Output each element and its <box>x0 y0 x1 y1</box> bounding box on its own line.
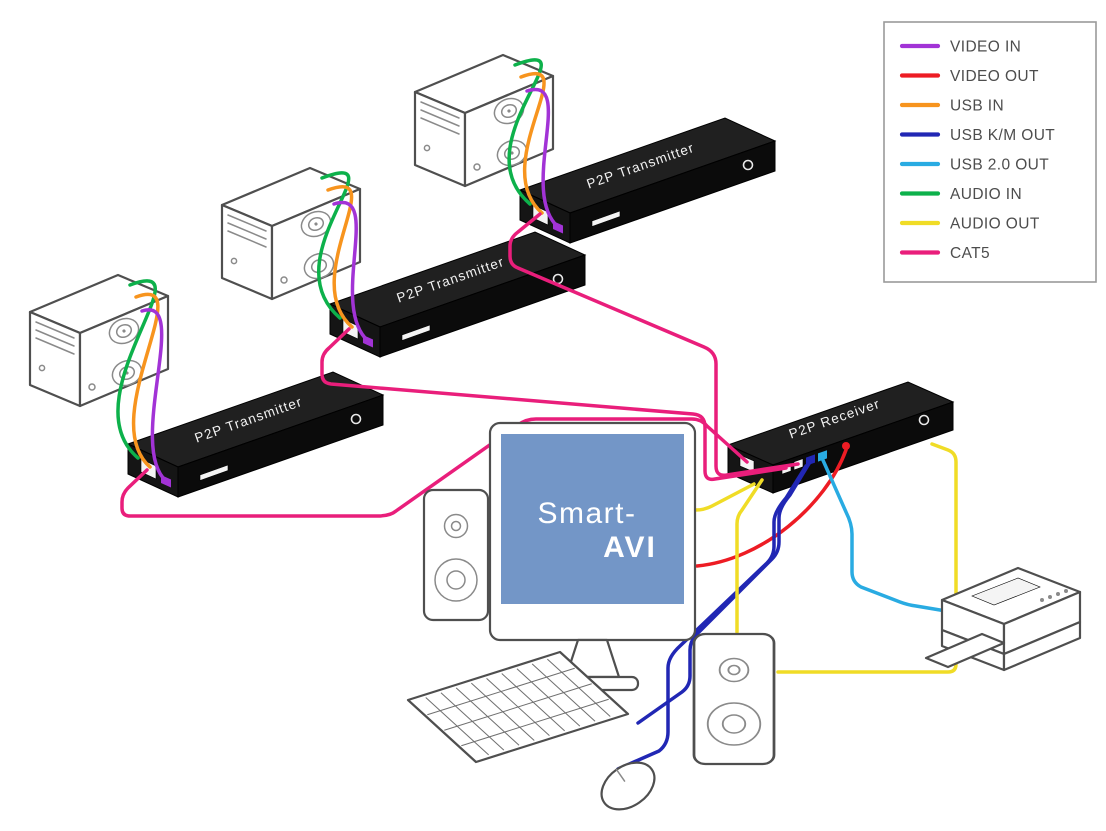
cable-usb-in-1 <box>519 72 546 215</box>
cable-cat5-3 <box>120 417 749 518</box>
legend-item-cat5: CAT5 <box>899 245 990 262</box>
legend-item-usb-in: USB IN <box>899 98 1004 115</box>
mouse-button-divider <box>615 768 626 782</box>
p2p-receiver: P2P Receiver <box>726 381 955 494</box>
p2p-transmitter-2 <box>329 231 586 358</box>
cable-usb-in-2 <box>326 185 354 329</box>
cable-usb2-printer <box>820 456 954 614</box>
cable-usb-km-keyboard <box>636 460 812 725</box>
monitor-logo-line1: Smart- <box>538 497 637 530</box>
p2p-transmitter-1 <box>519 117 776 244</box>
cable-audio-in-3 <box>116 279 157 460</box>
legend-label-audio-in: AUDIO IN <box>950 186 1022 203</box>
printer-paper-sheet <box>924 632 1006 669</box>
printer-tray-side <box>1002 620 1082 672</box>
usb2-port <box>818 450 827 462</box>
legend-label-usb-km-out: USB K/M OUT <box>950 127 1055 144</box>
legend: VIDEO IN VIDEO OUT USB IN USB K/M OUT US… <box>883 21 1097 283</box>
cable-video-in-2 <box>332 200 370 343</box>
cable-cat5-2 <box>320 327 788 482</box>
printer <box>924 566 1082 672</box>
mouse <box>600 761 656 811</box>
legend-label-audio-out: AUDIO OUT <box>950 216 1040 233</box>
printer-lid-slot <box>971 577 1041 606</box>
cable-usb-in-3 <box>131 292 160 469</box>
printer-control-buttons <box>1040 589 1068 602</box>
legend-label-video-out: VIDEO OUT <box>950 68 1039 85</box>
cable-audio-out-speaker-right <box>776 442 958 674</box>
speaker-right <box>692 632 776 766</box>
cable-audio-in-1 <box>507 58 543 206</box>
legend-item-usb-km-out: USB K/M OUT <box>899 127 1055 144</box>
cable-audio-in-2 <box>317 171 351 320</box>
monitor: Smart- AVI <box>488 421 697 692</box>
p2p-transmitter-3 <box>127 371 384 498</box>
monitor-logo-line2: AVI <box>603 531 657 564</box>
monitor-screen <box>501 434 684 604</box>
cable-video-out <box>695 448 848 568</box>
power-led-icon <box>918 414 930 426</box>
legend-label-usb-in: USB IN <box>950 98 1004 115</box>
legend-frame <box>883 21 1097 283</box>
mouse-body <box>600 761 656 811</box>
legend-item-video-out: VIDEO OUT <box>899 68 1039 85</box>
legend-item-audio-in: AUDIO IN <box>899 186 1022 203</box>
cable-audio-out-speaker-top <box>735 478 764 634</box>
cables-layer <box>116 58 958 771</box>
legend-item-audio-out: AUDIO OUT <box>899 216 1040 233</box>
speaker-left <box>422 488 490 622</box>
legend-label-cat5: CAT5 <box>950 245 990 262</box>
cable-usb-km-mouse <box>616 464 808 771</box>
cable-video-in-3 <box>140 308 168 483</box>
keyboard-keys <box>413 655 623 759</box>
legend-label-video-in: VIDEO IN <box>950 39 1021 56</box>
cable-video-in-1 <box>525 87 560 229</box>
video-out-port <box>842 442 850 450</box>
keyboard <box>408 652 628 762</box>
legend-item-usb2-out: USB 2.0 OUT <box>899 157 1049 174</box>
cable-cat5-1 <box>508 212 800 478</box>
legend-item-video-in: VIDEO IN <box>899 39 1021 56</box>
legend-label-usb2-out: USB 2.0 OUT <box>950 157 1049 174</box>
